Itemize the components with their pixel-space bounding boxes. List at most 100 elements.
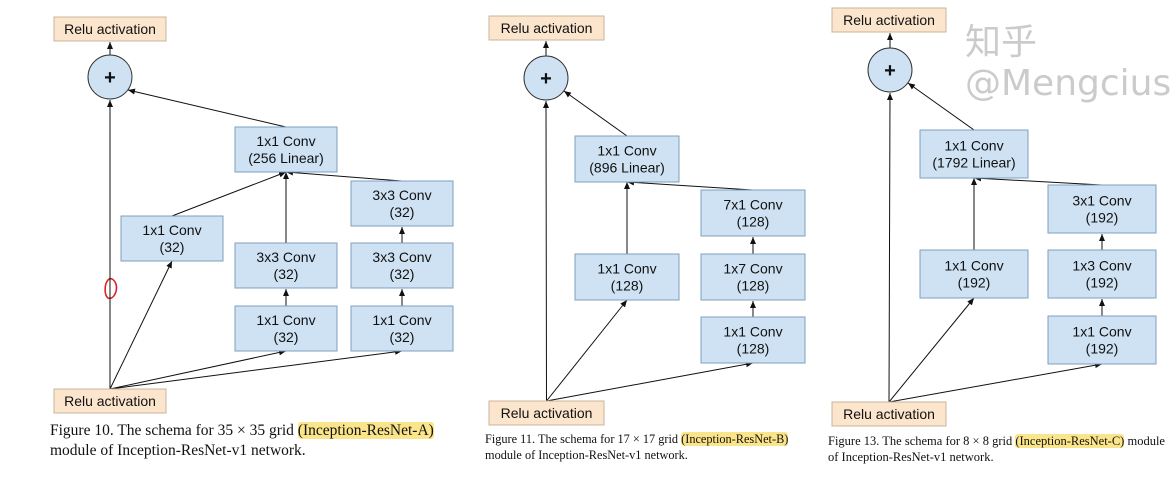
conv-block-label: (128) — [611, 278, 644, 294]
caption-highlight: (Inception-ResNet-B) — [681, 432, 789, 446]
conv-block-label: 3x3 Conv — [372, 187, 431, 203]
conv-block-rect — [350, 180, 454, 227]
conv-block-label: (128) — [737, 341, 770, 357]
conv-block-label: 7x1 Conv — [723, 197, 782, 213]
caption-text: module of Inception-ResNet-v1 network. — [50, 442, 306, 460]
arrow — [888, 297, 975, 403]
caption-figure-11: Figure 11. The schema for 17 × 17 grid (… — [485, 432, 820, 464]
relu-activation-bottom-rect — [831, 401, 947, 427]
conv-block-label: 1x1 Conv — [142, 222, 201, 238]
relu-activation-bottom: Relu activation — [53, 388, 167, 414]
conv-block-rect — [919, 249, 1029, 299]
caption-text: module of Inception-ResNet-v1 network. — [485, 447, 688, 462]
conv-block: 3x3 Conv(32) — [350, 242, 454, 289]
conv-1x1-linear: 1x1 Conv(256 Linear) — [234, 126, 338, 173]
arrow — [907, 82, 975, 131]
conv-block-rect — [700, 189, 806, 237]
conv-block-label: 1x1 Conv — [723, 324, 782, 340]
plus-icon: + — [884, 60, 896, 82]
conv-block-rect — [234, 242, 338, 289]
conv-1x1-linear-rect — [574, 135, 680, 183]
conv-block: 1x1 Conv(128) — [700, 316, 806, 364]
conv-block: 1x7 Conv(128) — [700, 253, 806, 301]
add-node: + — [867, 47, 913, 93]
conv-block-rect — [700, 316, 806, 364]
relu-activation-bottom: Relu activation — [488, 400, 605, 426]
add-circle — [87, 54, 133, 100]
red-annotation-mark — [104, 277, 118, 300]
conv-block-label: (192) — [958, 275, 991, 291]
conv-block-label: (192) — [1086, 210, 1119, 226]
conv-1x1-linear-label: (896 Linear) — [589, 160, 665, 176]
conv-1x1-linear-rect — [234, 126, 338, 173]
add-node: + — [87, 54, 133, 100]
conv-block: 3x3 Conv(32) — [350, 180, 454, 227]
relu-activation-top-rect — [53, 16, 167, 42]
conv-block-label: 3x3 Conv — [256, 249, 315, 265]
conv-block-rect — [700, 253, 806, 301]
conv-1x1-linear-label: 1x1 Conv — [944, 138, 1003, 154]
plus-icon: + — [104, 67, 116, 89]
conv-block-label: (32) — [390, 266, 415, 282]
conv-block-rect — [1047, 184, 1157, 234]
conv-block: 3x3 Conv(32) — [234, 242, 338, 289]
arrow — [626, 179, 754, 191]
conv-block-label: (32) — [390, 329, 415, 345]
conv-block-label: 3x3 Conv — [372, 249, 431, 265]
relu-activation-bottom-label: Relu activation — [843, 406, 935, 422]
conv-block-rect — [234, 305, 338, 352]
conv-block-rect — [1047, 315, 1157, 365]
conv-block: 1x1 Conv(32) — [350, 305, 454, 352]
arrow — [973, 175, 1103, 186]
arrow — [888, 362, 1103, 403]
conv-1x1-linear-rect — [919, 129, 1029, 179]
arrow — [886, 92, 893, 403]
conv-1x1-linear-label: 1x1 Conv — [256, 133, 315, 149]
conv-block-label: (32) — [390, 204, 415, 220]
conv-block: 1x1 Conv(32) — [234, 305, 338, 352]
arrow — [285, 169, 403, 182]
add-circle — [523, 55, 569, 101]
caption-highlight: (Inception-ResNet-C) — [1015, 434, 1125, 448]
caption-text: Figure 10. The schema for 35 × 35 grid — [50, 422, 298, 439]
arrow — [546, 299, 628, 402]
conv-block-label: (192) — [1086, 275, 1119, 291]
caption-figure-10: Figure 10. The schema for 35 × 35 grid (… — [50, 421, 470, 461]
relu-activation-top-label: Relu activation — [843, 12, 935, 28]
relu-activation-bottom-label: Relu activation — [64, 393, 156, 409]
relu-activation-top: Relu activation — [831, 7, 947, 33]
conv-block-label: 3x1 Conv — [1072, 193, 1131, 209]
add-circle — [867, 47, 913, 93]
conv-block-label: (128) — [737, 278, 770, 294]
arrow — [563, 90, 628, 137]
arrow — [109, 260, 173, 390]
conv-1x1-linear-label: (256 Linear) — [248, 150, 324, 166]
conv-block: 1x1 Conv(32) — [120, 215, 224, 262]
conv-block: 1x3 Conv(192) — [1047, 249, 1157, 299]
conv-block-rect — [350, 305, 454, 352]
relu-activation-top-rect — [488, 15, 605, 41]
conv-block: 1x1 Conv(128) — [574, 253, 680, 301]
caption-text: Figure 11. The schema for 17 × 17 grid — [485, 432, 682, 446]
conv-block: 1x1 Conv(192) — [919, 249, 1029, 299]
watermark: 知乎 @Mengcius — [965, 22, 1172, 105]
relu-activation-bottom-label: Relu activation — [501, 405, 593, 421]
conv-block-label: (32) — [274, 329, 299, 345]
caption-figure-13: Figure 13. The schema for 8 × 8 grid (In… — [828, 433, 1173, 466]
relu-activation-top-label: Relu activation — [64, 21, 156, 37]
conv-block-label: 1x1 Conv — [597, 261, 656, 277]
conv-block-label: 1x7 Conv — [723, 261, 782, 277]
conv-block-rect — [350, 242, 454, 289]
conv-block: 1x1 Conv(192) — [1047, 315, 1157, 365]
conv-block: 7x1 Conv(128) — [700, 189, 806, 237]
conv-1x1-linear-label: 1x1 Conv — [597, 143, 656, 159]
conv-1x1-linear: 1x1 Conv(1792 Linear) — [919, 129, 1029, 179]
conv-block-label: (32) — [274, 266, 299, 282]
conv-block-label: 1x1 Conv — [372, 312, 431, 328]
conv-block-label: (128) — [737, 214, 770, 230]
add-node: + — [523, 55, 569, 101]
arrow — [109, 348, 403, 390]
arrow — [543, 100, 550, 402]
plus-icon: + — [540, 68, 552, 90]
relu-activation-bottom-rect — [53, 388, 167, 414]
